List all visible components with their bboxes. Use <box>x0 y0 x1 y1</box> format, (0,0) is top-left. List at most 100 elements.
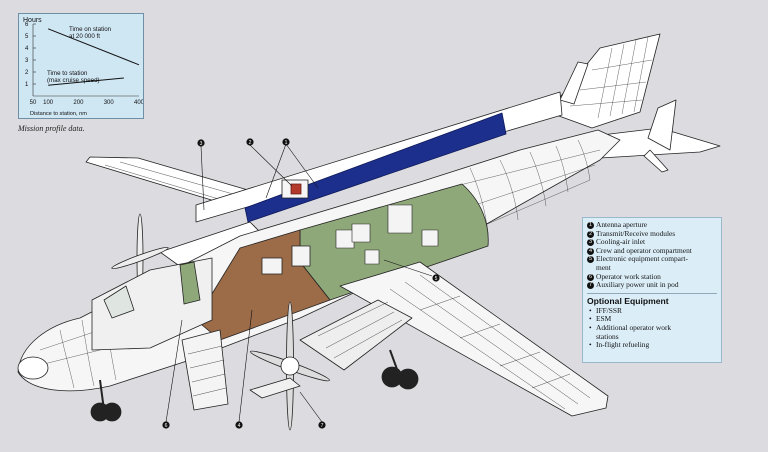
legend-item-text: Auxiliary power unit in pod <box>596 281 679 290</box>
callout-marker-7: 7 <box>318 421 326 429</box>
svg-text:6: 6 <box>165 423 168 429</box>
optional-equipment-line: ESM <box>596 314 612 324</box>
legend-number-badge: 4 <box>587 247 594 255</box>
chart-y-tick-label: 1 <box>25 82 29 88</box>
dorsal-fin-tip <box>559 61 589 105</box>
auxiliary-power-unit-pod <box>249 377 301 399</box>
air-stair-door <box>181 329 229 411</box>
optional-equipment-line: stations <box>596 331 619 341</box>
mission-profile-caption: Mission profile data. <box>18 124 85 133</box>
ventral-fin <box>643 149 669 173</box>
legend-item-text: Antenna aperture <box>596 220 648 230</box>
chart-annotation-top-2: at 20 000 ft <box>69 33 100 40</box>
legend-item-line: Operator work station <box>596 271 661 281</box>
svg-text:3: 3 <box>200 141 203 147</box>
optional-equipment-item: • ESM <box>589 315 721 324</box>
chart-x-tick-label: 400 <box>134 100 143 106</box>
chart-y-tick-label: 2 <box>25 70 29 76</box>
legend-item-line: Electronic equipment compart- <box>596 254 688 264</box>
optional-equipment-item: • IFF/SSR <box>589 305 721 316</box>
legend-item-line: Auxiliary power unit in pod <box>596 280 679 290</box>
optional-equipment-text: ESM <box>596 315 611 324</box>
legend-number-badge: 2 <box>587 230 594 238</box>
callout-marker-2: 2 <box>246 138 254 146</box>
legend-number-badge: 6 <box>587 273 594 281</box>
legend-item-line: Transmit/Receive modules <box>596 228 676 238</box>
legend-number-badge: 7 <box>587 282 594 290</box>
bullet-icon: • <box>589 322 592 332</box>
optional-equipment-item: • In-flight refueling <box>589 341 721 350</box>
legend-item-text: Crew and operator compartment <box>596 245 692 256</box>
mission-chart-svg: Hours Distance to station, nm 6 5 4 3 2 1 50 1… <box>23 17 145 117</box>
chart-y-tick-label: 3 <box>25 58 29 64</box>
svg-text:2: 2 <box>249 140 252 146</box>
optional-equipment-text: In-flight refueling <box>596 341 649 350</box>
legend-number-badge: 5 <box>587 256 594 264</box>
callout-marker-5: 5 <box>432 274 440 282</box>
operator-work-station <box>261 245 311 275</box>
chart-annotation-bottom-1: Time to station <box>47 70 88 77</box>
cockpit-seat <box>179 261 201 305</box>
svg-text:1: 1 <box>285 140 288 146</box>
chart-x-axis-label: Distance to station, nm <box>30 111 87 117</box>
chart-y-tick-label: 6 <box>25 22 29 28</box>
callout-markers: 3 2 1 5 6 4 7 <box>162 138 440 429</box>
legend-item-text: Cooling-air inlet <box>596 238 645 247</box>
legend-item-text: Operator work station <box>596 271 661 282</box>
chart-x-tick-label: 200 <box>73 100 84 106</box>
landing-gear <box>90 349 419 422</box>
chart-x-tick-label: 50 <box>30 100 37 106</box>
callout-marker-3: 3 <box>197 139 205 147</box>
callout-marker-6: 6 <box>162 421 170 429</box>
chart-y-tick-label: 4 <box>25 46 29 52</box>
radar-antenna-aperture <box>244 112 507 223</box>
optional-equipment-title: Optional Equipment <box>587 295 669 306</box>
legend-item-text: Transmit/Receive modules <box>596 228 676 239</box>
nose-cone <box>17 356 49 380</box>
chart-series-line-2 <box>48 77 124 86</box>
callout-marker-4: 4 <box>235 421 243 429</box>
legend-item-line: ment <box>596 262 611 272</box>
legend-item-line: Antenna aperture <box>596 220 648 229</box>
legend-item-text: Electronic equipment compart-ment <box>596 255 688 272</box>
optional-equipment-line: Additional operator work <box>596 322 672 332</box>
svg-text:7: 7 <box>321 423 324 429</box>
stabilizer-fin <box>647 99 677 151</box>
chart-y-tick-label: 5 <box>25 34 29 40</box>
cockpit-window <box>103 285 135 319</box>
callout-leaders <box>165 143 433 423</box>
equipment-racks <box>335 204 439 265</box>
callout-marker-1: 1 <box>282 138 290 146</box>
bullet-icon: • <box>589 314 592 324</box>
legend-number-badge: 3 <box>587 239 594 247</box>
vertical-fin <box>547 33 661 129</box>
chart-x-tick-label: 300 <box>104 100 115 106</box>
legend-item-line: Crew and operator compartment <box>596 245 692 255</box>
mission-profile-chart: Hours Distance to station, nm 6 5 4 3 2 1 50 1… <box>18 13 145 119</box>
bullet-icon: • <box>589 305 592 315</box>
svg-text:4: 4 <box>238 423 241 429</box>
chart-x-tick-label: 100 <box>43 100 54 106</box>
svg-text:5: 5 <box>435 276 438 282</box>
optional-equipment-line: IFF/SSR <box>596 305 622 315</box>
bullet-icon: • <box>589 340 592 350</box>
legend-number-badge: 1 <box>587 222 594 229</box>
optional-equipment-text: IFF/SSR <box>596 305 622 316</box>
legend-item-line: Cooling-air inlet <box>596 237 646 247</box>
chart-series-line-1 <box>47 28 140 66</box>
chart-y-axis-label: Hours <box>23 17 42 24</box>
